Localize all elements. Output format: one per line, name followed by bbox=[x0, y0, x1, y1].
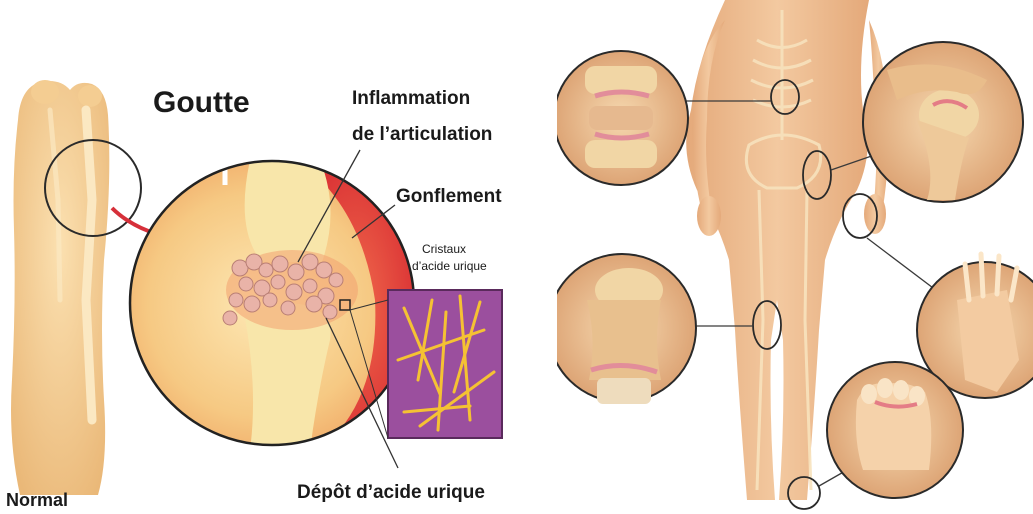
affected-joints-diagram bbox=[557, 0, 1033, 514]
inset-spine bbox=[557, 51, 688, 185]
label-crystals-2: d’acide urique bbox=[412, 259, 487, 274]
label-swelling: Gonflement bbox=[396, 186, 502, 208]
diagram-title: Goutte bbox=[153, 86, 250, 120]
label-crystals-1: Cristaux bbox=[422, 242, 466, 257]
label-deposit: Dépôt d’acide urique bbox=[297, 482, 485, 504]
label-inflammation-2: de l’articulation bbox=[352, 124, 492, 146]
magnified-joint bbox=[120, 150, 430, 460]
gout-diagram: Goutte Inflammation de l’articulation Go… bbox=[0, 0, 545, 514]
normal-foot bbox=[11, 80, 109, 495]
gout-illustration bbox=[0, 0, 545, 514]
inset-hip bbox=[863, 42, 1023, 202]
label-inflammation-1: Inflammation bbox=[352, 88, 470, 110]
label-normal: Normal bbox=[6, 490, 68, 511]
inset-knee bbox=[557, 254, 696, 404]
body-illustration bbox=[557, 0, 1033, 514]
inset-foot bbox=[827, 362, 963, 498]
